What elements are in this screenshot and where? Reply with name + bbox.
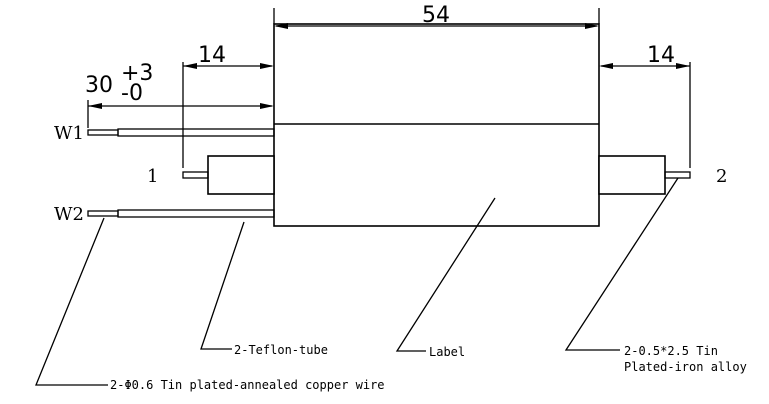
- leader-label: [395, 197, 496, 352]
- teflon-tube-w1: [117, 128, 275, 137]
- dim-30-label: 30: [85, 73, 113, 98]
- callout-wire-material: 2-Φ0.6 Tin plated-annealed copper wire: [110, 378, 385, 392]
- teflon-tube-w2: [117, 209, 275, 218]
- callout-pin-material-2: Plated-iron alloy: [624, 360, 747, 374]
- callout-teflon-tube: 2-Teflon-tube: [234, 343, 328, 357]
- callout-label: Label: [429, 345, 465, 359]
- bare-wire-w2: [87, 210, 119, 217]
- dim-right-pin: 14: [599, 43, 691, 168]
- dim-30-tol-minus: -0: [121, 81, 143, 106]
- pin-2: [664, 171, 691, 179]
- dim-54-label: 54: [422, 3, 450, 28]
- dim-left-pin: 14: [182, 43, 274, 168]
- dim-14-right-label: 14: [647, 43, 675, 68]
- dim-14-left-label: 14: [198, 43, 226, 68]
- component-body: [273, 23, 600, 227]
- label-pin-2: 2: [716, 166, 727, 187]
- label-w2: W2: [54, 204, 84, 225]
- bare-wire-w1: [87, 129, 119, 136]
- pin-1: [182, 171, 209, 179]
- leader-pin-material: [564, 177, 679, 351]
- leader-teflon-tube: [200, 221, 245, 350]
- dim-30-tol-plus: +3: [121, 61, 153, 86]
- label-pin-1: 1: [147, 166, 158, 187]
- callout-pin-material-1: 2-0.5*2.5 Tin: [624, 344, 718, 358]
- dim-wire-length: 30 +3 -0: [85, 61, 274, 128]
- left-end-cap: [207, 155, 275, 195]
- right-end-cap: [598, 155, 666, 195]
- dim-body-length: 54: [273, 3, 600, 29]
- leader-wire-material: [35, 217, 108, 386]
- label-w1: W1: [54, 123, 84, 144]
